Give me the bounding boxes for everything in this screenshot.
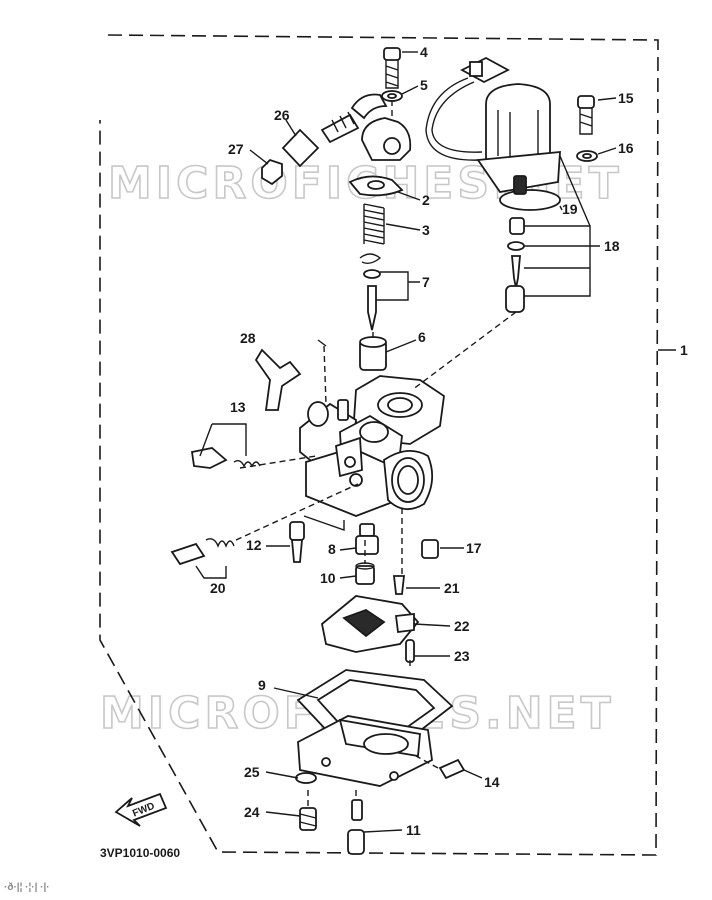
part-7-needle-clip (359, 253, 382, 331)
part-28-tube (254, 348, 302, 411)
callout-12: 12 (246, 537, 262, 553)
callout-1: 1 (680, 342, 688, 358)
callout-2: 2 (422, 192, 430, 208)
callout-22: 22 (454, 618, 470, 634)
part-24-screw (299, 807, 317, 831)
callout-27: 27 (228, 141, 244, 157)
callout-7: 7 (422, 274, 430, 290)
part-25-washer (295, 772, 317, 784)
part-5-washer (381, 90, 403, 102)
alignment-lines (235, 100, 517, 806)
callout-18: 18 (604, 238, 620, 254)
callout-14: 14 (484, 774, 500, 790)
part-23-float-pin (405, 639, 415, 663)
part-21-needle-valve (392, 575, 406, 595)
part-15-screw (577, 95, 595, 135)
callout-28: 28 (240, 330, 256, 346)
callout-19: 19 (562, 201, 578, 217)
callout-24: 24 (244, 804, 260, 820)
part-2-gasket (348, 175, 404, 197)
part-18-plunger-set (505, 217, 525, 313)
callout-5: 5 (420, 77, 428, 93)
part-10-main-jet (355, 562, 375, 585)
callout-26: 26 (274, 107, 290, 123)
callout-10: 10 (320, 570, 336, 586)
leader-lines (195, 51, 676, 833)
callout-21: 21 (444, 580, 460, 596)
callout-9: 9 (258, 677, 266, 693)
callout-6: 6 (418, 329, 426, 345)
part-float-bowl (297, 715, 433, 787)
part-top-cover (361, 117, 412, 161)
callout-8: 8 (328, 541, 336, 557)
callout-25: 25 (244, 764, 260, 780)
part-22-float (321, 595, 420, 653)
footer-scan-text: ·ð·|¦ ·¦·| ·|· (4, 881, 50, 893)
part-26-hose-fitting (281, 93, 388, 168)
part-27-nut (261, 158, 283, 186)
part-1-carburetor-body (299, 375, 445, 517)
part-20-throttle-screw (170, 538, 235, 566)
part-14-drain-screw (438, 758, 466, 780)
callout-23: 23 (454, 648, 470, 664)
part-6-piston (359, 336, 387, 371)
callout-4: 4 (420, 44, 428, 60)
callout-16: 16 (618, 140, 634, 156)
part-19-auto-choke (425, 56, 561, 211)
callout-3: 3 (422, 222, 430, 238)
fwd-arrow-icon: FWD (114, 792, 168, 827)
part-4-screw (383, 47, 401, 89)
part-8-jet (355, 523, 379, 555)
callout-15: 15 (618, 90, 634, 106)
part-3-spring (363, 203, 385, 245)
part-12-screw (289, 521, 305, 563)
assembly-boundary (99, 34, 659, 856)
callout-11: 11 (406, 822, 421, 838)
part-11-drain-hose (347, 799, 365, 855)
part-17-pilot-jet (421, 539, 439, 559)
diagram-code: 3VP1010-0060 (100, 846, 180, 860)
callout-13: 13 (230, 399, 246, 415)
part-16-washer (576, 150, 598, 162)
callout-20: 20 (210, 580, 226, 596)
callout-17: 17 (466, 540, 482, 556)
